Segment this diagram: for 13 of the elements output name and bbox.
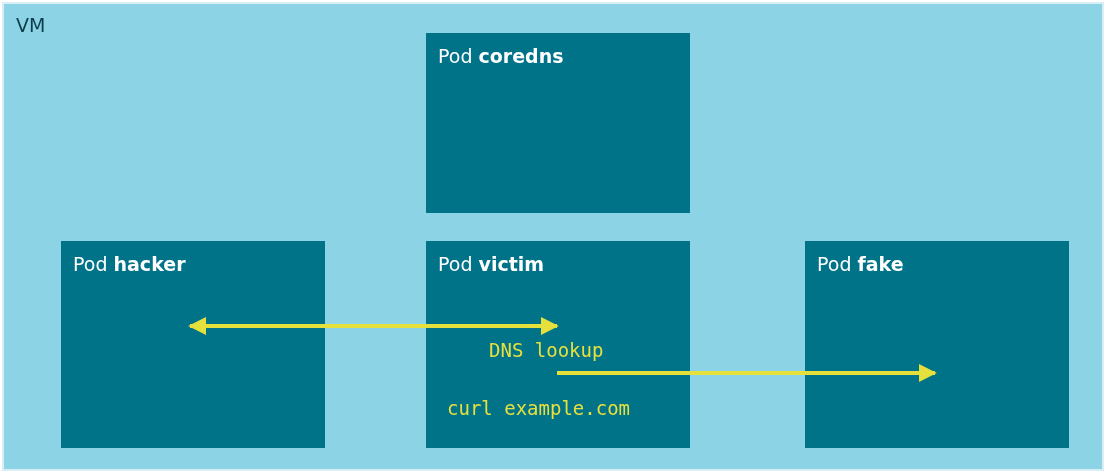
node-title: VM — [16, 14, 46, 36]
pod-box — [61, 241, 325, 448]
pod-box — [805, 241, 1069, 448]
arrow — [188, 317, 559, 335]
command-text: curl example.com — [447, 397, 631, 419]
command-text: DNS lookup — [489, 339, 604, 361]
node-title: Pod victim — [438, 253, 545, 275]
pod-box — [426, 33, 690, 213]
node-title: Pod fake — [817, 253, 904, 275]
node-title: Pod hacker — [73, 253, 186, 275]
arrow — [557, 364, 937, 382]
node-title: Pod coredns — [438, 45, 564, 67]
pod-box — [426, 241, 690, 448]
